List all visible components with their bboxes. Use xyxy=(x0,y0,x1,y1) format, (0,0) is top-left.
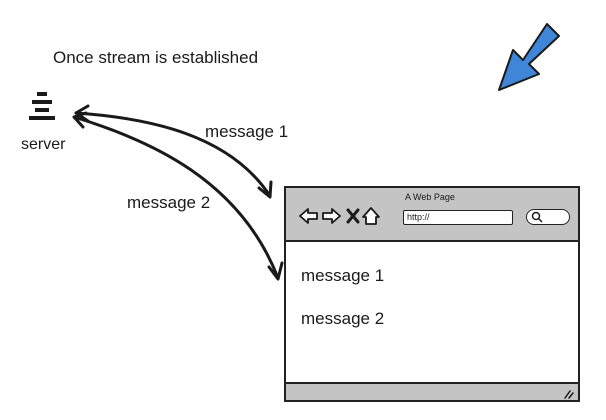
browser-page-title: A Web Page xyxy=(405,192,455,202)
server-label: server xyxy=(21,136,66,153)
message-2-arrowhead-server xyxy=(72,111,88,129)
search-icon xyxy=(531,211,543,223)
message-2-arrow xyxy=(72,115,280,280)
resize-grip-icon[interactable] xyxy=(562,387,574,399)
blue-arrow-icon xyxy=(498,23,560,91)
diagram-heading: Once stream is established xyxy=(53,48,259,67)
browser-toolbar: A Web Page http:// xyxy=(286,188,578,242)
forward-icon[interactable] xyxy=(322,208,341,224)
page-message-2: message 2 xyxy=(301,309,385,328)
page-message-1: message 1 xyxy=(301,266,385,285)
browser-status-bar xyxy=(286,382,578,400)
home-icon[interactable] xyxy=(362,207,380,225)
browser-window: A Web Page http:// message 1 message 2 xyxy=(284,186,580,402)
message-2-arrowhead-browser xyxy=(267,261,284,281)
search-field[interactable] xyxy=(526,209,570,225)
server-icon xyxy=(29,92,55,120)
stop-icon[interactable] xyxy=(346,208,360,224)
message-1-arrowhead-server xyxy=(74,104,90,123)
message-1-arrowhead-browser xyxy=(257,180,273,199)
browser-nav-icons xyxy=(299,207,380,225)
message-1-arrow xyxy=(74,111,272,198)
back-icon[interactable] xyxy=(299,208,318,224)
message-1-label: message 1 xyxy=(205,122,289,141)
message-2-label: message 2 xyxy=(127,193,211,212)
address-bar[interactable]: http:// xyxy=(403,210,513,225)
